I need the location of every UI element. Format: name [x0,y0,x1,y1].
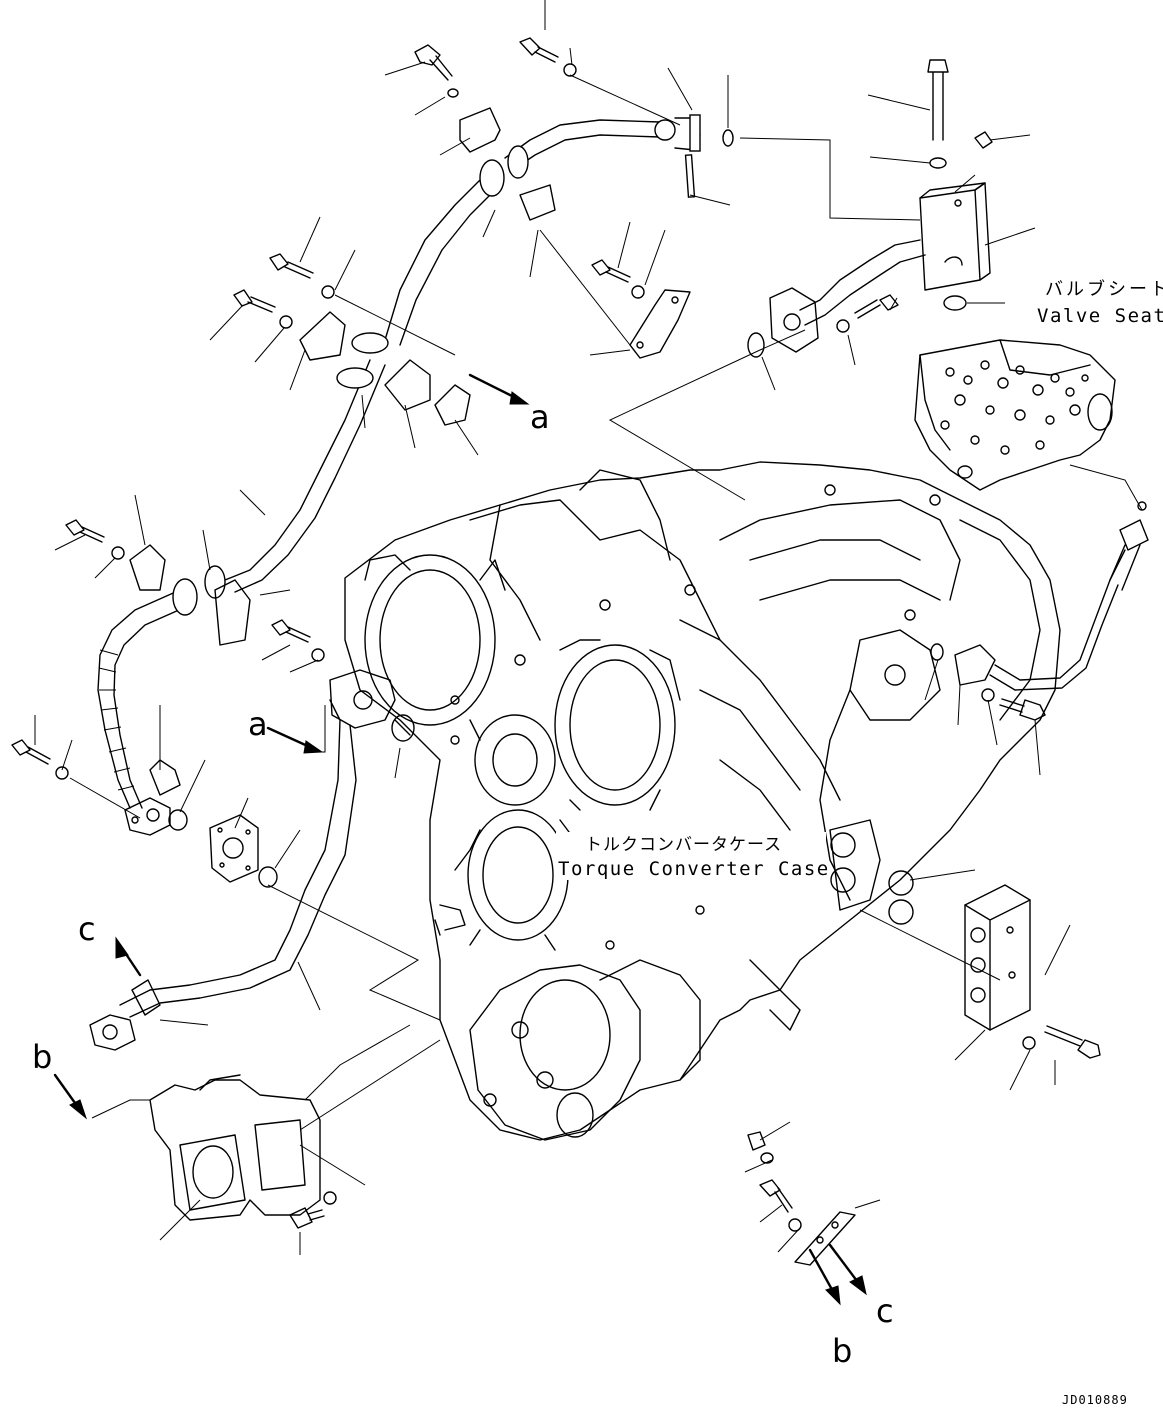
leader-lines [34,0,1143,1255]
valve-seat-label-ja: バルブシート [1045,278,1163,300]
marker-c-bottom: c [876,1292,894,1330]
pump-housing [149,1074,321,1221]
cover-plate [794,1211,856,1266]
case-label-en: Torque Converter Case [558,858,830,880]
marker-a-lower: a [248,705,268,743]
case-label-bg [556,832,826,880]
pressure-hose [954,519,1149,691]
valve-seat [914,339,1116,491]
upper-oil-pipe [97,114,701,836]
clamp-brackets [129,107,691,796]
valve-seat-label-en: Valve Seat [1037,305,1163,327]
marker-b-left: b [32,1038,52,1076]
torque-converter-case [344,461,1061,1141]
marker-c-left: c [78,910,96,948]
marker-a-top: a [530,398,550,436]
case-label-ja: トルクコンバータケース [585,835,782,855]
bolts [11,37,1147,1232]
marker-b-bottom: b [832,1332,852,1370]
valve-block-lower [964,884,1031,1031]
lower-oil-pipe [89,669,396,1051]
flange-plate [209,814,259,883]
drawing-code: JD010889 [1062,1393,1128,1407]
valve-block-upper [769,182,991,353]
arrows [53,373,867,1306]
